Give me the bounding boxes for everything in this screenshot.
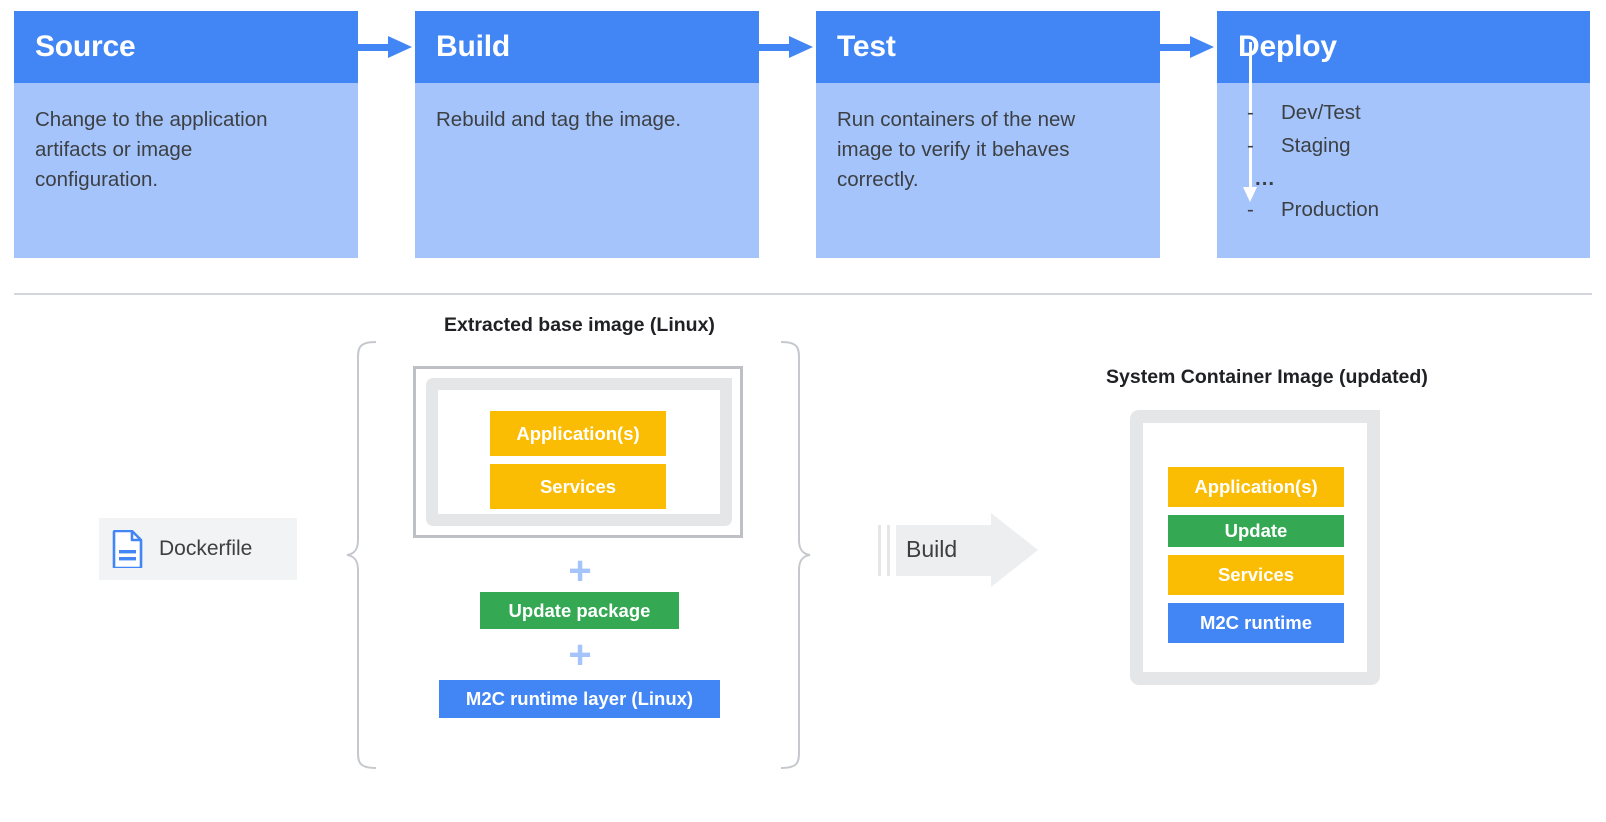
list-item-label: Dev/Test — [1281, 101, 1361, 124]
arrow-shaft — [759, 44, 793, 51]
layer-label: M2C runtime — [1199, 612, 1313, 633]
arrow-tail-bar — [878, 525, 881, 576]
list-item: - Dev/Test — [1235, 101, 1535, 134]
layer-m2c-runtime: M2C runtime layer (Linux) — [439, 680, 720, 718]
pipeline-stage-build[interactable]: Build Rebuild and tag the image. — [415, 11, 759, 258]
stage-title-build: Build — [436, 30, 510, 63]
caption-extracted-base-image: Extracted base image (Linux) — [444, 314, 715, 336]
folded-corner-highlight — [1328, 423, 1367, 462]
stage-description-build: Rebuild and tag the image. — [436, 108, 682, 131]
section-divider — [14, 293, 1592, 295]
system-layer-application: Application(s) — [1168, 467, 1344, 507]
stage-header-build: Build — [415, 11, 759, 83]
base-image-document-shape — [426, 378, 732, 526]
list-marker: - — [1247, 198, 1254, 221]
deploy-progression-arrow-icon — [1243, 42, 1259, 202]
brace-left — [346, 341, 377, 769]
arrow-test-to-deploy — [1160, 36, 1218, 58]
list-item: - Staging — [1235, 134, 1535, 167]
layer-label: Update — [1224, 520, 1288, 541]
arrow-head-icon — [789, 36, 813, 58]
folded-corner-highlight — [684, 390, 720, 426]
build-process-arrow: Build — [878, 513, 1038, 588]
stage-title-source: Source — [35, 30, 136, 63]
arrow-head-icon — [1243, 187, 1257, 202]
layer-label: Application(s) — [1194, 476, 1318, 497]
layer-label: Update package — [508, 599, 651, 621]
build-arrow-label: Build — [906, 536, 958, 562]
document-icon — [112, 530, 143, 568]
list-item-label: Production — [1281, 198, 1380, 221]
ci-cd-pipeline: Source Change to the application artifac… — [0, 0, 1606, 262]
caption-system-container-image: System Container Image (updated) — [1106, 366, 1428, 388]
list-item: - Production — [1235, 198, 1535, 231]
layer-label: Services — [1217, 564, 1295, 585]
arrow-build-to-test — [759, 36, 817, 58]
arrow-body — [896, 525, 994, 576]
arrow-shaft — [1249, 42, 1252, 188]
dockerfile-label: Dockerfile — [159, 537, 253, 560]
layer-application: Application(s) — [490, 411, 666, 456]
stage-description-source: Change to the application artifacts or i… — [35, 108, 268, 191]
list-item-label: Staging — [1281, 134, 1351, 157]
layer-label: Services — [539, 475, 617, 497]
stage-body-build: Rebuild and tag the image. — [415, 83, 759, 258]
system-layer-update: Update — [1168, 515, 1344, 547]
pipeline-stage-source[interactable]: Source Change to the application artifac… — [14, 11, 358, 258]
list-marker: - — [1247, 134, 1254, 157]
stage-title-deploy: Deploy — [1238, 30, 1337, 63]
arrow-head-icon — [388, 36, 412, 58]
plus-icon: + — [568, 549, 592, 593]
stage-description-test: Run containers of the new image to verif… — [837, 108, 1076, 191]
plus-icon: + — [568, 633, 592, 677]
stage-title-test: Test — [837, 30, 896, 63]
list-item-ellipsis: ... — [1235, 167, 1535, 198]
system-container-image-document-shape — [1130, 410, 1380, 685]
stage-header-source: Source — [14, 11, 358, 83]
arrow-source-to-build — [358, 36, 416, 58]
arrow-head-icon — [991, 513, 1038, 587]
list-marker: ... — [1255, 167, 1276, 190]
arrow-shaft — [1160, 44, 1194, 51]
stage-header-test: Test — [816, 11, 1160, 83]
list-marker: - — [1247, 101, 1254, 124]
layer-update-package: Update package — [480, 592, 679, 629]
layer-services: Services — [490, 464, 666, 509]
stage-header-deploy: Deploy — [1217, 11, 1590, 83]
system-layer-services: Services — [1168, 555, 1344, 595]
pipeline-stage-test[interactable]: Test Run containers of the new image to … — [816, 11, 1160, 258]
dockerfile-chip[interactable]: Dockerfile — [99, 518, 297, 580]
stage-body-source: Change to the application artifacts or i… — [14, 83, 358, 258]
arrow-head-icon — [1190, 36, 1214, 58]
deploy-environment-list: - Dev/Test - Staging ... - Production — [1235, 101, 1535, 231]
layer-label: M2C runtime layer (Linux) — [465, 688, 694, 709]
arrow-shaft — [358, 44, 392, 51]
pipeline-stage-deploy[interactable]: Deploy - Dev/Test - Staging ... — [1217, 11, 1590, 258]
stage-body-deploy: - Dev/Test - Staging ... - Production — [1217, 42, 1590, 258]
arrow-tail-bar — [887, 525, 890, 576]
system-layer-m2c-runtime: M2C runtime — [1168, 603, 1344, 643]
layer-label: Application(s) — [516, 422, 640, 444]
stage-body-test: Run containers of the new image to verif… — [816, 83, 1160, 258]
brace-right — [780, 341, 811, 769]
